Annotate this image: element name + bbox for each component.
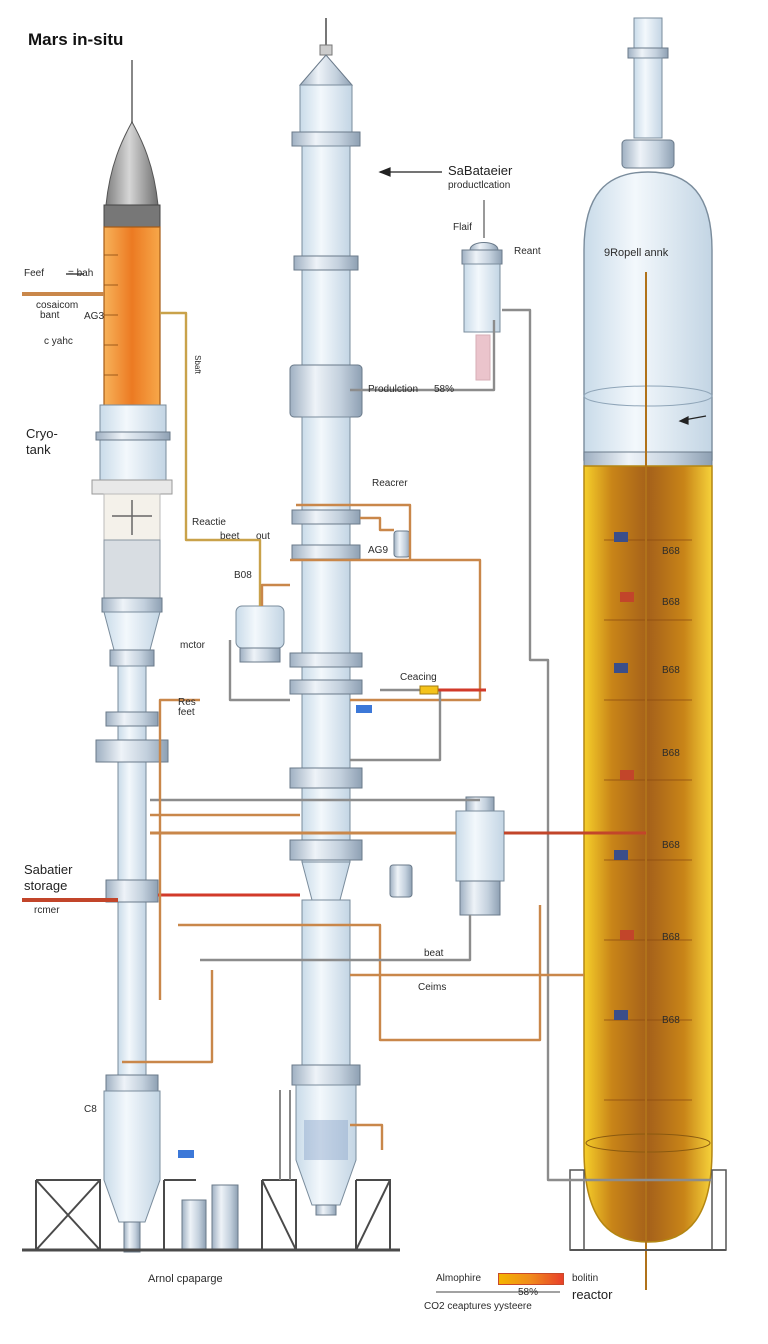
production-pct: 58% [434, 384, 455, 395]
c8-label: C8 [84, 1104, 97, 1115]
reactor-out-label: out [256, 531, 270, 542]
sabatier-production-label: SaBataeier [448, 163, 513, 178]
feed-label: Feef [24, 268, 45, 279]
cryo-label-b: bant [40, 310, 60, 321]
cryo-tank [91, 60, 173, 1253]
gauge-label-3: B68 [662, 665, 680, 676]
ag3-top-label: AG3 [84, 311, 105, 322]
reant-label: Reant [514, 246, 541, 257]
flash-label: Flaif [453, 222, 472, 233]
reactor-top-label: Reacrer [372, 478, 408, 489]
gauge-label-1: B68 [662, 546, 680, 557]
sabatier-storage-label: Sabatier storage [24, 862, 73, 893]
ag3-mid-label: AG9 [368, 545, 389, 556]
reactor-bottom-label: reactor [572, 1287, 613, 1302]
beat-label: beat [424, 948, 444, 959]
co2-capture-label: CO2 ceaptures yysteere [424, 1301, 532, 1312]
reactor-vessel-right [455, 796, 505, 916]
ramer-label: rcmer [34, 905, 60, 916]
reactor-label: Reactie [192, 517, 226, 528]
reactor-gas-label: beet [220, 531, 240, 542]
cryo-label-a: cosaicom [36, 300, 79, 311]
propellant-tank [569, 17, 727, 1290]
cryo-tank-label: Cryo- tank [26, 426, 58, 457]
ceasing-label: Ceacing [400, 672, 437, 683]
cycle-label: c yahc [44, 336, 73, 347]
atmosphere-gradient-bar [498, 1273, 564, 1285]
b08-label: B08 [234, 570, 252, 581]
gauge-label-7: B68 [662, 1015, 680, 1026]
gauge-label-4: B68 [662, 748, 680, 759]
feed2-label: feet [178, 707, 195, 718]
atmosphere-pct: 58% [518, 1287, 539, 1298]
gauge-label-2: B68 [662, 597, 680, 608]
sabatier-column [289, 18, 363, 1216]
gauge-label-5: B68 [662, 840, 680, 851]
propellant-tank-label: 9Ropell annk [604, 247, 669, 259]
gauge-label-6: B68 [662, 932, 680, 943]
boltin-label: bolitin [572, 1273, 599, 1284]
support-frames [22, 1090, 400, 1252]
atmosphere-label: Almophire [436, 1273, 482, 1284]
diagram-title: Mars in-situ [28, 30, 124, 49]
ceims-label: Ceims [418, 982, 447, 993]
feed-line-label: = bah [68, 268, 94, 279]
side-tag-label: Sbaft [192, 355, 202, 374]
pipework [22, 292, 712, 1182]
arnol-label: Arnol cpaparge [148, 1273, 223, 1285]
reactor-vessel-mid [235, 605, 285, 663]
small-canister [181, 530, 413, 1251]
pointer-arrows [66, 167, 707, 425]
production-label: Produlction [368, 384, 419, 395]
motor-label: mctor [180, 640, 205, 651]
flash-vessel [461, 200, 503, 381]
sabatier-production-sublabel: productlcation [448, 180, 511, 191]
res-label: Res [178, 697, 196, 708]
